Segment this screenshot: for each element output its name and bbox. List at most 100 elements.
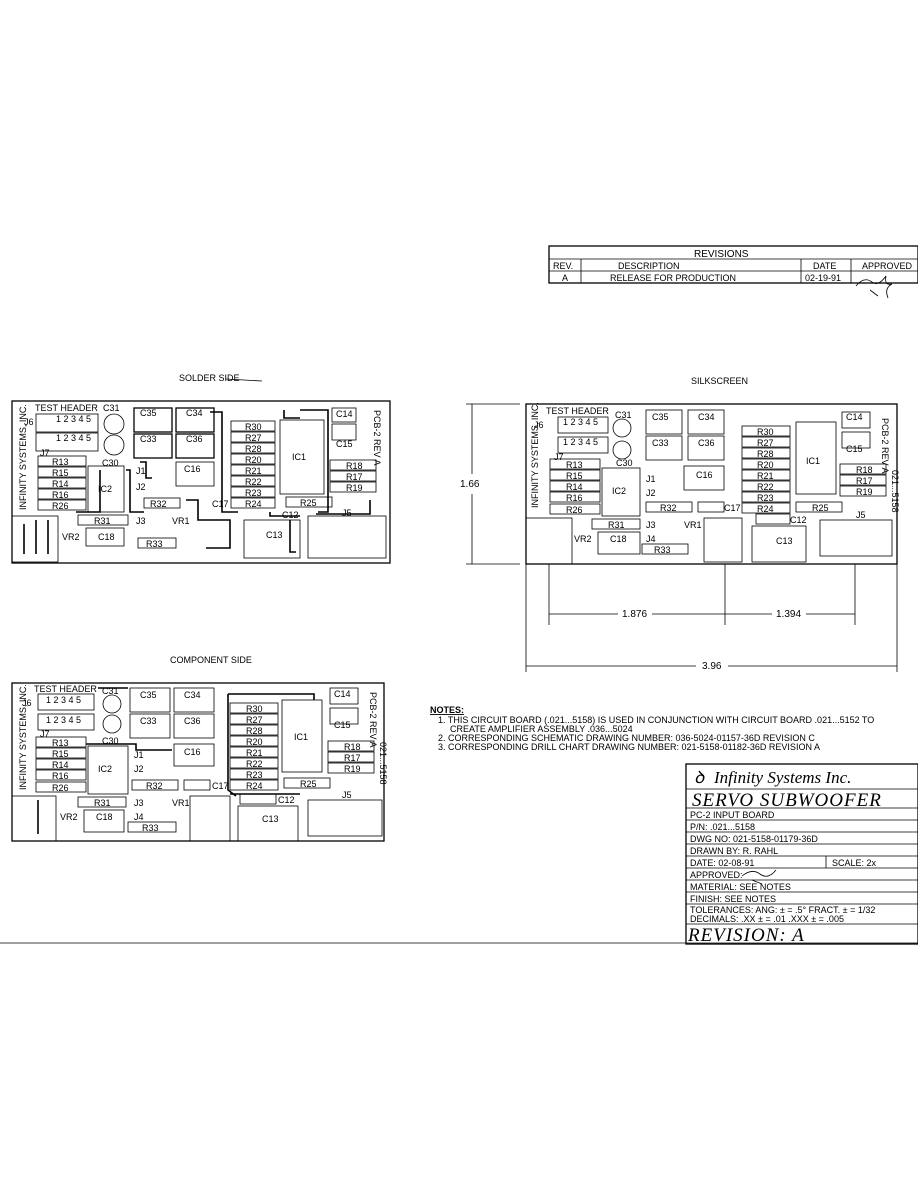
silk-j7: J7	[554, 452, 564, 462]
solder-c17: C17	[212, 499, 229, 509]
revisions-title: REVISIONS	[694, 249, 749, 260]
solder-r18: R18	[346, 461, 363, 471]
approved-header: APPROVED	[862, 261, 913, 271]
silk-header-pins-2: 1 2 3 4 5	[563, 437, 598, 447]
comp-r22: R22	[246, 759, 263, 769]
solder-c34: C34	[186, 408, 203, 418]
silk-r25: R25	[812, 503, 829, 513]
approval-signature	[855, 275, 893, 299]
solder-resistor-column-right: R30 R27 R28 R20 R21 R22 R23 R24	[230, 420, 276, 509]
revisions-table: REVISIONS REV. DESCRIPTION DATE APPROVED…	[548, 245, 918, 299]
silk-r16: R16	[566, 493, 583, 503]
solder-r15: R15	[52, 468, 69, 478]
solder-vr2: VR2	[62, 532, 80, 542]
comp-pcb-id: PCB-2 REV A	[368, 692, 378, 748]
comp-r13: R13	[52, 738, 69, 748]
comp-r23: R23	[246, 770, 263, 780]
solder-r17: R17	[346, 472, 363, 482]
solder-r27: R27	[245, 433, 262, 443]
silk-j2: J2	[646, 488, 656, 498]
comp-r16: R16	[52, 771, 69, 781]
comp-r33: R33	[142, 823, 159, 833]
silk-j5: J5	[856, 510, 866, 520]
silk-pcb-id: PCB-2 REV A	[880, 418, 890, 474]
comp-j4: J4	[134, 812, 144, 822]
description-header: DESCRIPTION	[618, 261, 680, 271]
silk-ic2: IC2	[612, 486, 626, 496]
comp-c17: C17	[212, 781, 229, 791]
solder-vr1: VR1	[172, 516, 190, 526]
solder-traces	[23, 409, 371, 554]
comp-vr2: VR2	[60, 812, 78, 822]
silk-r33: R33	[654, 545, 671, 555]
comp-j6: J6	[22, 698, 32, 708]
silk-c16: C16	[696, 470, 713, 480]
drawing-date: DATE: 02-08-91	[690, 858, 754, 868]
solder-r31: R31	[94, 516, 111, 526]
comp-header-pins: 1 2 3 4 5	[46, 695, 81, 705]
silk-r22: R22	[757, 482, 774, 492]
comp-resistor-column-left: R13 R15 R14 R16 R26	[35, 736, 87, 793]
silk-r26: R26	[566, 505, 583, 515]
solder-header-pins: 1 2 3 4 5	[56, 414, 91, 424]
silk-c17: C17	[724, 503, 741, 513]
silk-c36: C36	[698, 438, 715, 448]
comp-part-ref: 021...5158	[378, 742, 388, 785]
comp-c35: C35	[140, 690, 157, 700]
rev-header: REV.	[553, 261, 573, 271]
silk-r27: R27	[757, 438, 774, 448]
silk-r13: R13	[566, 460, 583, 470]
solder-pcb-id: PCB-2 REV A	[372, 410, 382, 466]
silk-c15: C15	[846, 444, 863, 454]
title-block: ꝺ Infinity Systems Inc. SERVO SUBWOOFER …	[685, 763, 918, 946]
comp-j2: J2	[134, 764, 144, 774]
dim-left-span: 1.876	[622, 609, 647, 620]
solder-test-header: TEST HEADER	[35, 403, 98, 413]
comp-r26: R26	[52, 783, 69, 793]
silk-part-ref: 021...5158	[890, 470, 900, 513]
comp-test-header: TEST HEADER	[34, 684, 97, 694]
comp-c18: C18	[96, 812, 113, 822]
comp-r15: R15	[52, 749, 69, 759]
comp-r18: R18	[344, 742, 361, 752]
comp-vr1: VR1	[172, 798, 190, 808]
comp-c34: C34	[184, 690, 201, 700]
description-value: RELEASE FOR PRODUCTION	[610, 273, 736, 283]
comp-r28: R28	[246, 726, 263, 736]
solder-r32: R32	[150, 499, 167, 509]
solder-c31: C31	[103, 403, 120, 413]
solder-ic1: IC1	[292, 452, 306, 462]
material: MATERIAL: SEE NOTES	[690, 882, 791, 892]
dim-right-span: 1.394	[776, 609, 801, 620]
silk-vr1: VR1	[684, 520, 702, 530]
silk-resistor-column-left: R13 R15 R14 R16 R26	[549, 458, 601, 515]
date-value: 02-19-91	[805, 273, 841, 283]
solder-r19: R19	[346, 483, 363, 493]
solder-c14: C14	[336, 409, 353, 419]
silk-r18: R18	[856, 465, 873, 475]
comp-traces	[37, 687, 315, 834]
note-1: 1. THIS CIRCUIT BOARD (.021...5158) IS U…	[438, 715, 874, 725]
solder-side-board: TEST HEADER J6 1 2 3 4 5 1 2 3 4 5 C31 C…	[11, 400, 391, 564]
comp-r21: R21	[246, 748, 263, 758]
comp-r31: R31	[94, 798, 111, 808]
tolerances: TOLERANCES: ANG: ± = .5° FRACT. ± = 1/32	[690, 905, 875, 915]
silk-r32: R32	[660, 503, 677, 513]
comp-c12: C12	[278, 795, 295, 805]
solder-r24: R24	[245, 499, 262, 509]
component-side-caption: COMPONENT SIDE	[170, 655, 252, 665]
comp-c33: C33	[140, 716, 157, 726]
dim-total: 3.96	[702, 661, 722, 672]
comp-c16: C16	[184, 747, 201, 757]
comp-c13: C13	[262, 814, 279, 824]
company-name: Infinity Systems Inc.	[713, 768, 851, 787]
silk-c18: C18	[610, 534, 627, 544]
silk-test-header: TEST HEADER	[546, 406, 609, 416]
comp-c14: C14	[334, 689, 351, 699]
solder-r28: R28	[245, 444, 262, 454]
solder-side-caption: SOLDER SIDE	[179, 373, 240, 383]
solder-r33: R33	[146, 539, 163, 549]
approved-signature	[741, 869, 777, 885]
drawing-number: DWG NO: 021-5158-01179-36D	[690, 834, 818, 844]
comp-maker: INFINITY SYSTEMS, INC.	[18, 684, 28, 790]
